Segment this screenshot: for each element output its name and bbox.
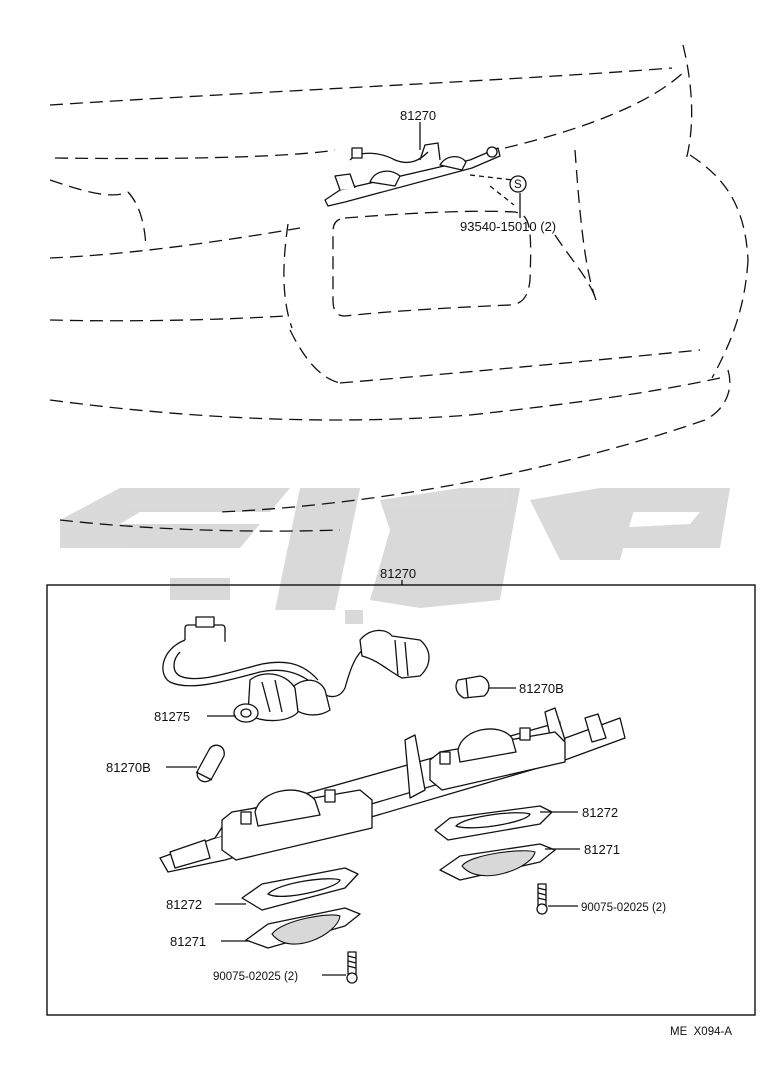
label-screw-right: 90075-02025 (2) [581,902,666,914]
label-gasket-right: 81272 [582,805,618,820]
bulb-left [195,744,225,783]
socket-and-wire [162,616,430,723]
lens-left [245,907,361,949]
bulb-right [455,675,490,699]
gasket-left [241,867,359,911]
label-screw-left: 90075-02025 (2) [213,971,298,983]
bolt-symbol-group: S [509,175,527,193]
label-bulb-right: 81270B [519,681,564,696]
label-lens-left: 81271 [170,934,206,949]
screw-left [346,951,358,984]
lamp-assembly-installed [324,142,515,207]
lens-right [439,843,556,881]
label-lens-right: 81271 [584,842,620,857]
label-socket-wire: 81275 [154,709,190,724]
gasket-right [434,805,553,841]
watermark-logo [60,488,730,624]
detail-assembly-label: 81270 [380,566,416,581]
label-gasket-left: 81272 [166,897,202,912]
top-assembly-label: 81270 [400,108,436,123]
detail-frame [46,584,756,1016]
top-bolt-label: 93540-15010 (2) [460,219,556,234]
vehicle-rear-outline [49,44,749,532]
screw-right [536,883,548,915]
label-bulb-left: 81270B [106,760,151,775]
figure-code: ME X094-A [670,1026,732,1038]
leader-lines [166,687,580,976]
lamp-housing [159,707,626,873]
bolt-symbol: S [514,179,522,191]
